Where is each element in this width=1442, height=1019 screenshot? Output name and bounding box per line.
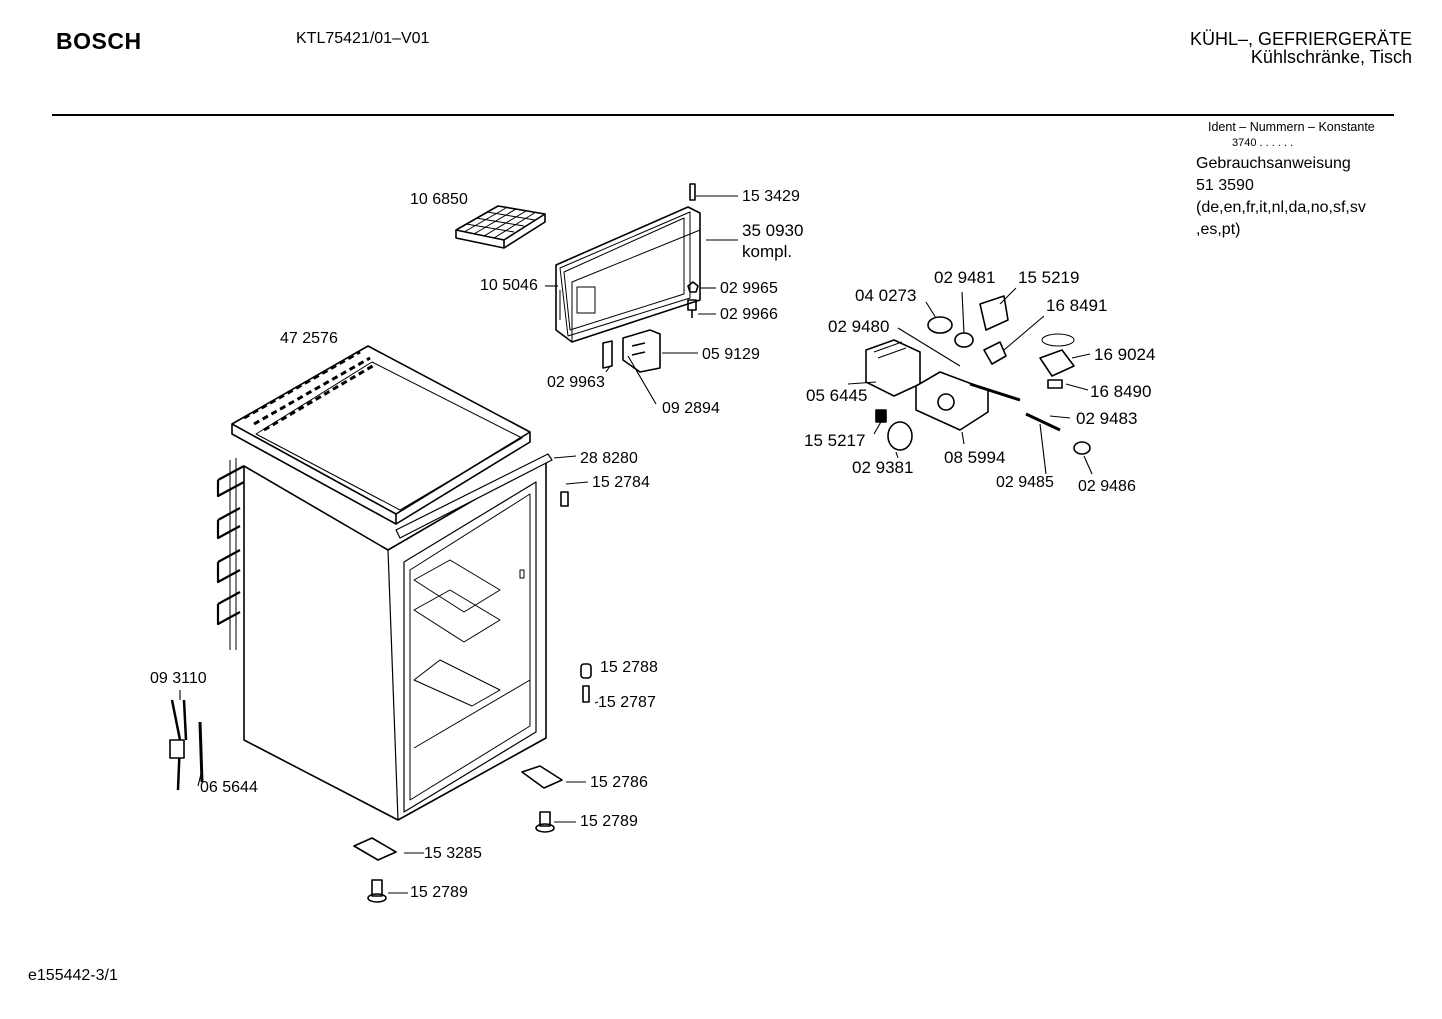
- manual-number: 51 3590: [1196, 177, 1254, 194]
- part-label-288280: 28 8280: [580, 450, 638, 467]
- part-label-152788: 15 2788: [600, 659, 658, 676]
- freezer-door-drawing: [555, 206, 701, 343]
- part-label-029381: 02 9381: [852, 458, 914, 477]
- part-label-040273: 04 0273: [855, 286, 917, 305]
- part-label-kompl: kompl.: [742, 242, 793, 261]
- top-plate-drawing: [231, 345, 531, 525]
- leader-lines: [179, 195, 1093, 894]
- category-subtitle: Kühlschränke, Tisch: [1250, 47, 1412, 67]
- part-label-153429: 15 3429: [742, 188, 800, 205]
- header-divider: [52, 114, 1394, 116]
- part-label-350930: 35 0930: [742, 221, 804, 240]
- part-label-029485: 02 9485: [996, 474, 1054, 491]
- manual-languages-2: ,es,pt): [1196, 221, 1241, 238]
- part-label-059129: 05 9129: [702, 346, 760, 363]
- part-label-105046: 10 5046: [480, 277, 538, 294]
- feet-drawing: [353, 491, 592, 903]
- manual-languages-1: (de,en,fr,it,nl,da,no,sf,sv: [1196, 199, 1366, 216]
- part-label-152787: 15 2787: [598, 694, 656, 711]
- part-label-029480: 02 9480: [828, 317, 890, 336]
- part-label-093110: 09 3110: [150, 670, 207, 687]
- document-id: e155442-3/1: [28, 967, 118, 984]
- part-label-169024: 16 9024: [1094, 345, 1156, 364]
- part-label-152786: 15 2786: [590, 774, 648, 791]
- part-label-092894: 09 2894: [662, 400, 720, 417]
- part-label-168490: 16 8490: [1090, 382, 1152, 401]
- part-label-065644: 06 5644: [200, 779, 258, 796]
- part-label-155217: 15 5217: [804, 431, 866, 450]
- part-label-029966: 02 9966: [720, 306, 778, 323]
- part-label-152789-left: 15 2789: [410, 884, 468, 901]
- sensor-drawing: [169, 699, 204, 791]
- hinge-parts-drawing: [602, 329, 661, 373]
- ident-label: Ident – Nummern – Konstante: [1208, 120, 1375, 134]
- part-label-472576: 47 2576: [280, 330, 338, 347]
- category-title: KÜHL–, GEFRIERGERÄTE: [1189, 29, 1412, 49]
- part-label-152789-right: 15 2789: [580, 813, 638, 830]
- part-label-155219: 15 5219: [1018, 268, 1080, 287]
- door-pins-drawing: [687, 183, 699, 318]
- part-label-168491: 16 8491: [1046, 296, 1108, 315]
- part-label-029481: 02 9481: [934, 268, 996, 287]
- part-label-029963: 02 9963: [547, 374, 605, 391]
- part-label-029965: 02 9965: [720, 280, 778, 297]
- part-label-106850: 10 6850: [410, 191, 468, 208]
- ident-value: 3740 . . . . . .: [1232, 137, 1294, 149]
- part-label-153285: 15 3285: [424, 845, 482, 862]
- thermostat-group-drawing: [865, 295, 1091, 455]
- part-label-152784: 15 2784: [592, 474, 650, 491]
- part-label-085994: 08 5994: [944, 448, 1006, 467]
- model-number: KTL75421/01–V01: [296, 30, 430, 47]
- manual-title: Gebrauchsanweisung: [1196, 155, 1351, 172]
- part-label-029486: 02 9486: [1078, 478, 1136, 495]
- cabinet-drawing: [216, 453, 553, 821]
- part-label-029483: 02 9483: [1076, 409, 1138, 428]
- brand-logo: BOSCH: [56, 28, 142, 54]
- part-label-056445: 05 6445: [806, 386, 868, 405]
- manual-info: Gebrauchsanweisung 51 3590 (de,en,fr,it,…: [1196, 153, 1416, 241]
- ice-tray-drawing: [455, 205, 546, 249]
